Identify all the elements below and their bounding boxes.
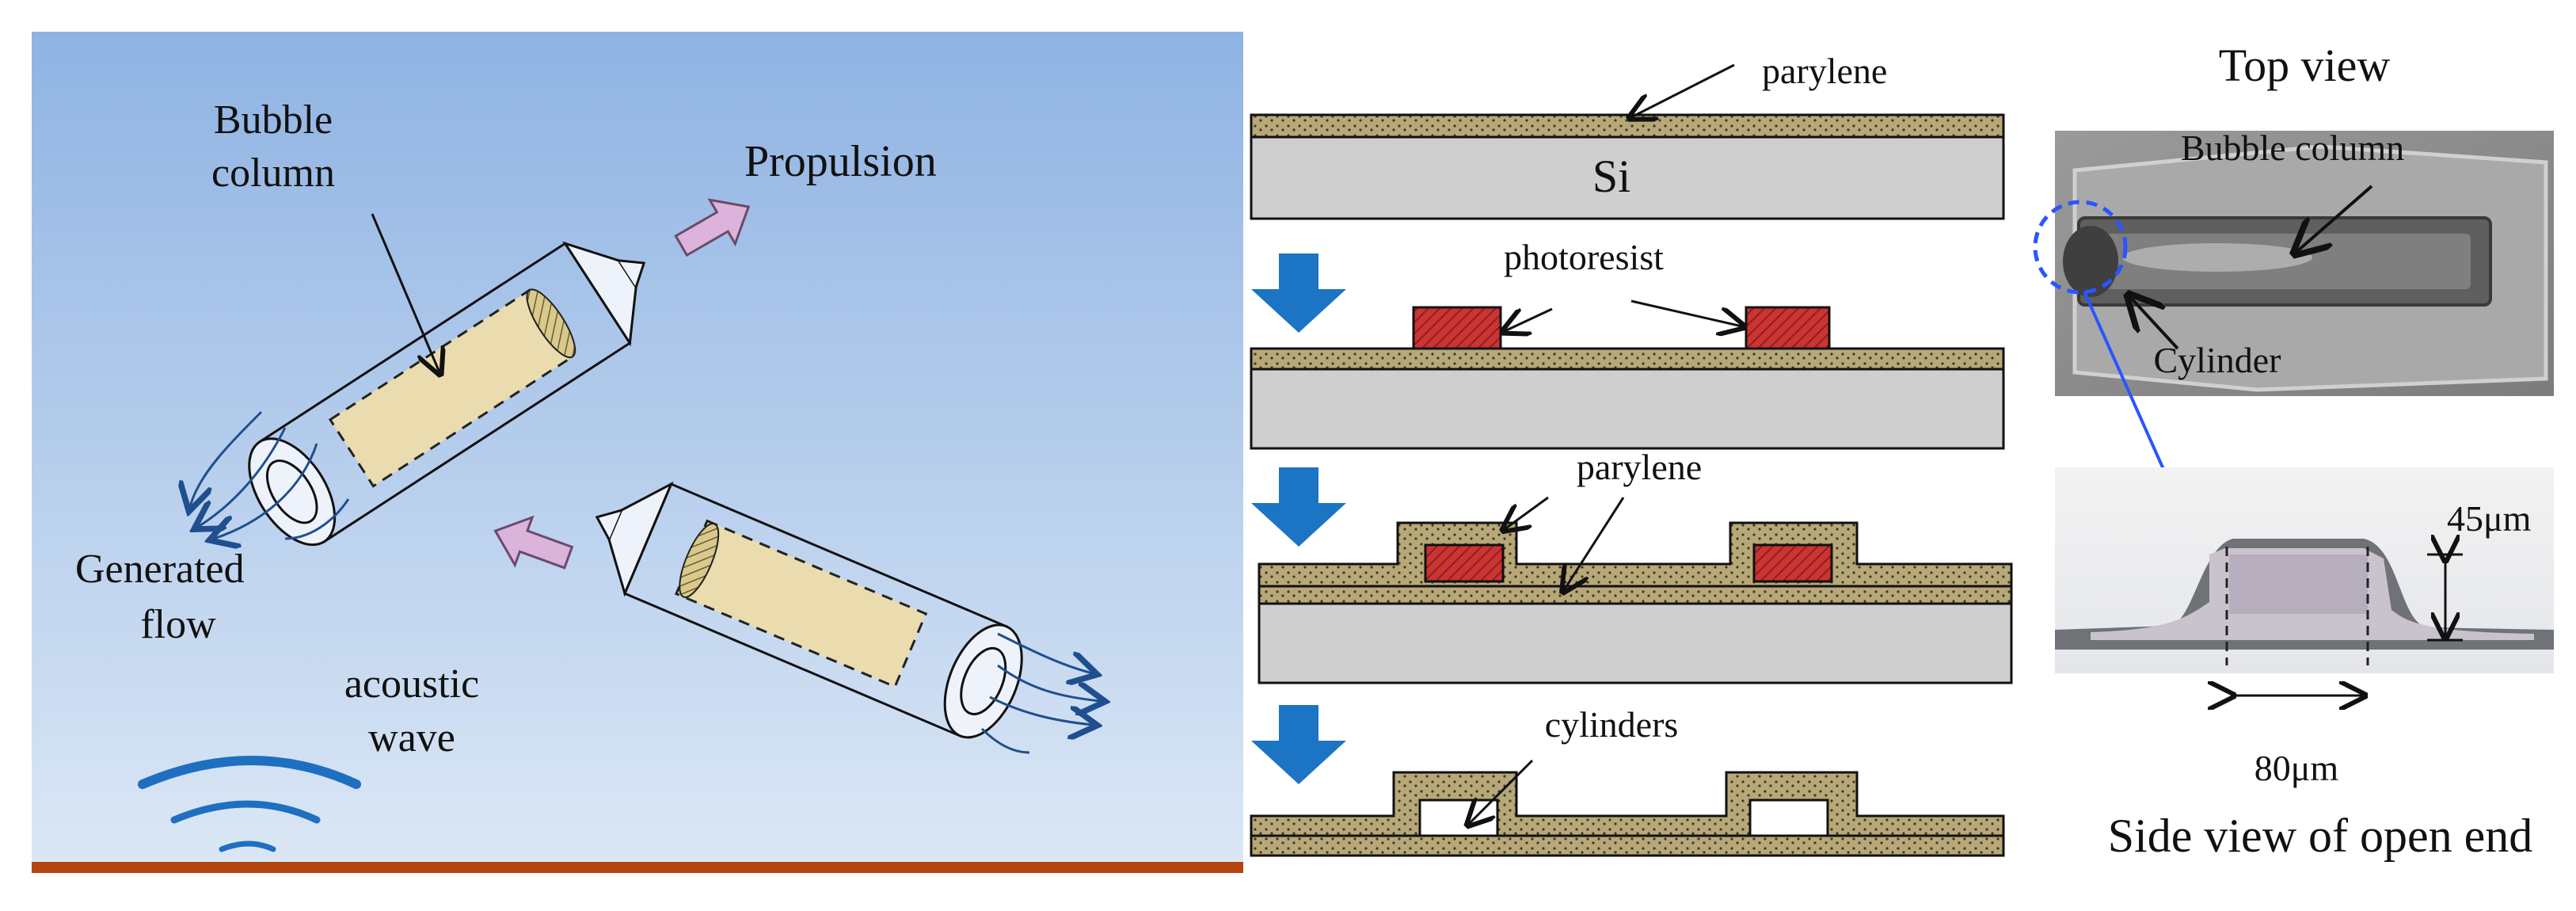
process-arrow-2 [1251,467,1346,547]
step1-si-substrate [1250,135,2005,220]
upper-microtube [248,241,646,547]
generated-flow-label-line1: Generated [75,547,245,592]
side-view-title: Side view of open end [2108,810,2533,862]
height-dimension-label: 45μm [2447,498,2532,539]
right-panel: Top view Bubble column Cylinder [2033,40,2554,862]
step4-cylinders-label: cylinders [1545,704,1679,745]
process-arrow-3 [1251,705,1346,784]
step3-si-substrate [1258,602,2013,684]
middle-panel: parylene Si photoresist [1250,51,2013,857]
lower-microtube [595,481,1023,739]
step3: parylene [1258,447,2013,684]
step2-photoresist-label: photoresist [1504,237,1664,277]
step1-si-label: Si [1592,151,1630,202]
top-view-title: Top view [2219,40,2391,91]
ground-line [32,862,1243,873]
step2-photoresist-left [1412,306,1502,350]
step2-arrow-left [1505,307,1553,331]
step1: parylene Si [1250,51,2005,220]
top-view-bubble-arrow [2296,185,2373,252]
flow-lines-upper [190,410,350,539]
step3-parylene-conformal [1258,521,2013,588]
open-end-highlight-circle [2033,200,2128,295]
bubble-column-label-line1: Bubble [214,97,333,143]
bubble-column-label-line2: column [211,151,335,196]
top-view-cylinder-arrow [2130,297,2179,350]
step1-parylene-layer [1250,113,2005,139]
acoustic-wave-label-line1: acoustic [344,661,479,707]
generated-flow-label-line2: flow [140,602,216,647]
process-arrow-1 [1251,253,1346,333]
step2-parylene-layer [1250,347,2005,371]
sky-background [32,32,1243,863]
step4-parylene-cylinders [1250,771,2005,857]
flow-lines-lower [980,632,1101,754]
step2-arrow-right [1630,299,1742,326]
top-view-cylinder-label: Cylinder [2154,340,2281,380]
step2-photoresist-right [1745,306,1831,350]
bubble-column-leader [371,213,439,372]
propulsion-arrow-lower [493,515,574,570]
propulsion-arrow-upper [674,198,751,257]
acoustic-wave-label-line2: wave [368,715,455,760]
step4: cylinders [1250,704,2005,857]
step3-arrow-a [1505,496,1549,529]
step3-photoresist-left [1424,543,1505,583]
width-dimension-label: 80μm [2254,748,2339,788]
acoustic-wave-icon [138,756,361,852]
step3-photoresist-right [1752,543,1833,583]
step2-si-substrate [1250,368,2005,450]
step1-parylene-arrow [1631,63,1735,117]
step4-cylinder-cavity-right [1748,799,1829,837]
left-panel: Bubble column Propulsion Generated flow … [32,32,1243,873]
step4-cylinders-arrow [1469,759,1534,824]
top-view-bubble-column-label: Bubble column [2181,128,2404,168]
step3-parylene-label: parylene [1577,447,1702,487]
top-view-micrograph: Bubble column Cylinder [2033,128,2554,396]
side-view-micrograph: 45μm 80μm [2055,467,2554,788]
step2: photoresist [1250,237,2005,450]
propulsion-label: Propulsion [744,137,937,186]
step3-base-parylene [1258,585,2013,605]
step1-parylene-label: parylene [1762,51,1887,91]
step3-arrow-b [1564,497,1625,590]
